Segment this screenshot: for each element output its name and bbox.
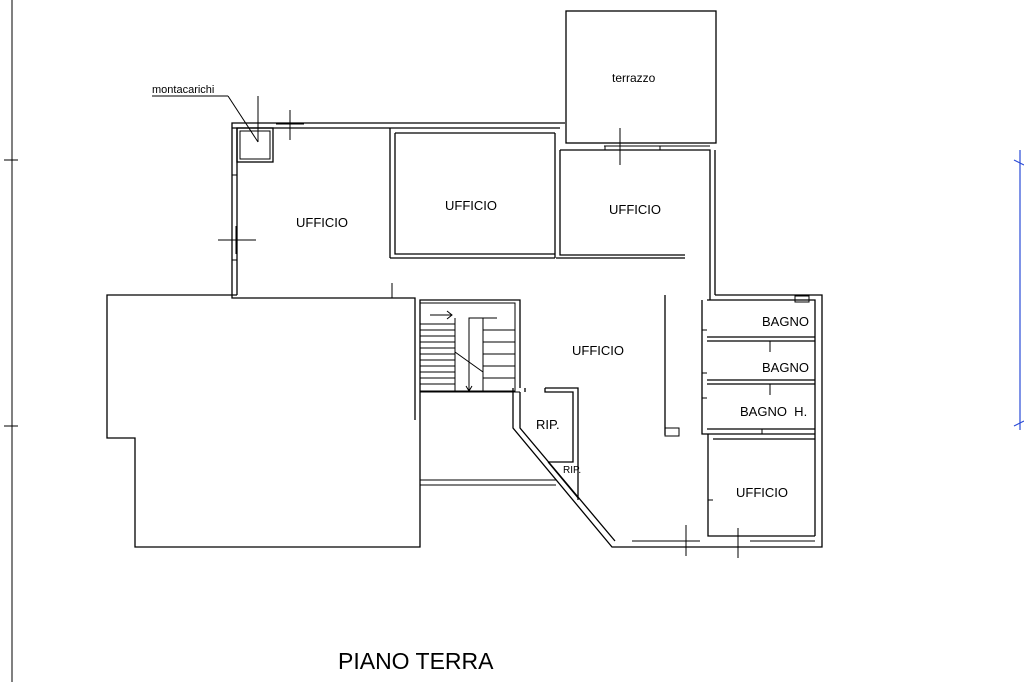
- bagno-label-2: BAGNO: [762, 360, 809, 375]
- montacarichi-label: montacarichi: [152, 84, 214, 96]
- staircase: [419, 302, 516, 392]
- ufficio-label-5: UFFICIO: [736, 485, 788, 500]
- ufficio-label-1: UFFICIO: [296, 215, 348, 230]
- page-border: [4, 0, 1024, 682]
- bathroom-block: [701, 295, 816, 537]
- terrazzo-label: terrazzo: [612, 71, 656, 85]
- drawing-title: PIANO TERRA: [338, 648, 494, 674]
- terrazzo-area: [565, 10, 717, 165]
- left-block: [106, 294, 556, 548]
- bagno-label-1: BAGNO: [762, 314, 809, 329]
- bagno-h-label: BAGNO H.: [740, 404, 807, 419]
- ufficio-label-4: UFFICIO: [572, 343, 624, 358]
- upper-office-walls: [152, 95, 565, 295]
- rip-label-2: RIP.: [563, 465, 581, 476]
- ufficio-label-3: UFFICIO: [609, 202, 661, 217]
- central-office-walls: [512, 294, 823, 558]
- rip-label-1: RIP.: [536, 417, 560, 432]
- upper-partitions: [389, 128, 716, 300]
- ufficio-label-2: UFFICIO: [445, 198, 497, 213]
